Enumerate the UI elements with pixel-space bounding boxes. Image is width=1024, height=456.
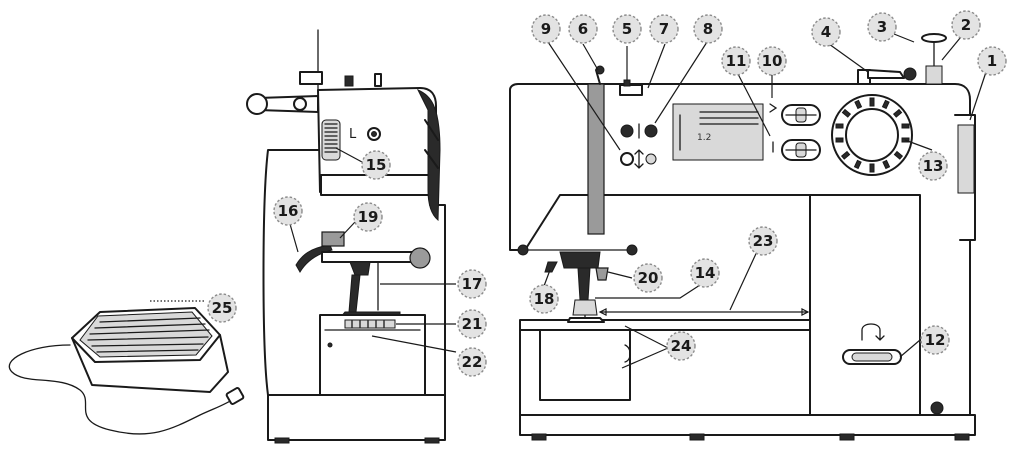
callout-3: 3 (867, 12, 897, 42)
callout-24: 24 (666, 331, 696, 361)
svg-text:1: 1 (987, 52, 997, 70)
svg-text:19: 19 (358, 208, 379, 226)
callout-21: 21 (457, 309, 487, 339)
svg-text:17: 17 (462, 275, 483, 293)
callout-9: 9 (531, 14, 561, 44)
callout-17: 17 (457, 269, 487, 299)
svg-text:22: 22 (462, 353, 483, 371)
callout-2: 2 (951, 10, 981, 40)
svg-text:20: 20 (638, 269, 659, 287)
sewing-machine-side-icon: L (246, 29, 446, 444)
callout-8: 8 (693, 14, 723, 44)
svg-text:10: 10 (762, 52, 783, 70)
callout-15: 15 (361, 150, 391, 180)
callout-14: 14 (690, 258, 720, 288)
callout-12: 12 (920, 325, 950, 355)
foot-pedal-icon (8, 300, 245, 435)
sewing-machine-front-icon: 1.2 (509, 33, 976, 441)
side-lever-label: L (349, 127, 357, 142)
callout-5: 5 (612, 14, 642, 44)
svg-text:7: 7 (659, 20, 669, 38)
callout-1: 1 (977, 46, 1007, 76)
callout-10: 10 (757, 46, 787, 76)
callout-13: 13 (918, 151, 948, 181)
svg-text:6: 6 (578, 20, 588, 38)
svg-text:24: 24 (671, 337, 692, 355)
svg-text:5: 5 (622, 20, 632, 38)
callout-22: 22 (457, 347, 487, 377)
svg-text:14: 14 (695, 264, 716, 282)
callout-25: 25 (207, 293, 237, 323)
callout-6: 6 (568, 14, 598, 44)
svg-text:8: 8 (703, 20, 713, 38)
callout-7: 7 (649, 14, 679, 44)
callout-badges: 1 2 3 4 5 6 7 8 9 10 11 12 13 14 15 16 1… (207, 10, 1007, 377)
callout-23: 23 (748, 226, 778, 256)
svg-text:12: 12 (925, 331, 946, 349)
svg-text:21: 21 (462, 315, 483, 333)
svg-text:4: 4 (821, 23, 831, 41)
callout-16: 16 (273, 196, 303, 226)
callout-4: 4 (811, 17, 841, 47)
svg-text:11: 11 (726, 52, 747, 70)
svg-text:25: 25 (212, 299, 233, 317)
svg-text:9: 9 (541, 20, 551, 38)
svg-text:23: 23 (753, 232, 774, 250)
callout-20: 20 (633, 263, 663, 293)
callout-18: 18 (529, 284, 559, 314)
svg-text:18: 18 (534, 290, 555, 308)
svg-text:15: 15 (366, 156, 387, 174)
svg-text:2: 2 (961, 16, 971, 34)
svg-text:13: 13 (923, 157, 944, 175)
leader-lines (289, 31, 989, 369)
svg-text:3: 3 (877, 18, 887, 36)
lcd-readout: 1.2 (697, 133, 711, 143)
callout-19: 19 (353, 202, 383, 232)
callout-11: 11 (721, 46, 751, 76)
svg-text:16: 16 (278, 202, 299, 220)
